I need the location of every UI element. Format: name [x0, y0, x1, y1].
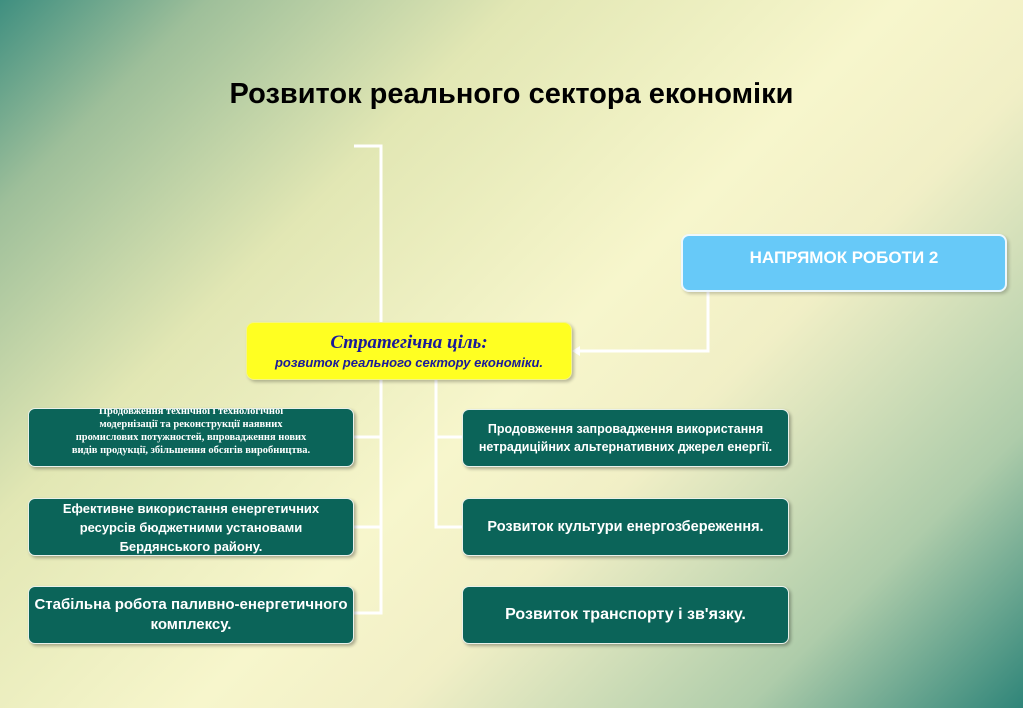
connector-arrow-head	[572, 346, 580, 356]
left-item-1: Продовження технічної і технологічної мо…	[28, 408, 354, 467]
left-item-3: Стабільна робота паливно-енергетичного к…	[28, 586, 354, 644]
goal-box: Стратегічна ціль: розвиток реального сек…	[246, 322, 572, 380]
page-title: Розвиток реального сектора економіки	[229, 78, 794, 110]
left-item-2: Ефективне використання енергетичних ресу…	[28, 498, 354, 556]
right-item-1: Продовження запровадження використання н…	[462, 409, 789, 467]
connector-top-bracket	[354, 144, 383, 322]
connector-direction	[578, 292, 710, 353]
right-item-3: Розвиток транспорту і зв'язку.	[462, 586, 789, 644]
connector-right-trunk	[434, 380, 462, 529]
goal-heading: Стратегічна ціль:	[330, 331, 488, 353]
goal-text: розвиток реального сектору економіки.	[274, 354, 544, 370]
connector-left-trunk	[354, 380, 383, 615]
left-item-2-text: Ефективне використання енергетичних ресу…	[62, 500, 320, 554]
left-item-3-text: Стабільна робота паливно-енергетичного к…	[34, 596, 348, 633]
right-item-2: Розвиток культури енергозбереження.	[462, 498, 789, 556]
right-item-3-text: Розвиток транспорту і зв'язку.	[505, 606, 746, 623]
left-item-1-text: Продовження технічної і технологічної мо…	[71, 408, 311, 456]
right-item-1-text: Продовження запровадження використання н…	[478, 422, 773, 454]
right-item-2-text: Розвиток культури енергозбереження.	[487, 519, 764, 535]
direction-box: НАПРЯМОК РОБОТИ 2	[681, 234, 1007, 292]
direction-label: НАПРЯМОК РОБОТИ 2	[749, 248, 939, 267]
